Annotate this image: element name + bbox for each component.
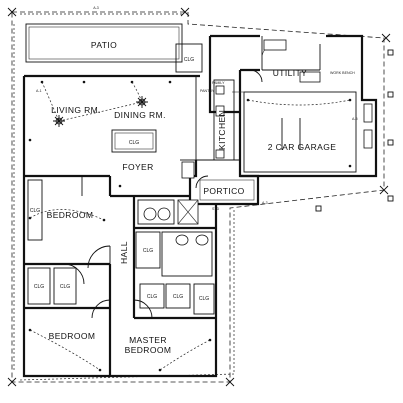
roofline-outline [11,11,385,383]
section-tag-right: A-5 [352,117,358,121]
closet-label-bed2-b: CLG [60,284,70,290]
exterior-walls [22,34,378,378]
room-label-patio: PATIO [91,40,117,50]
electrical-symbols [28,80,352,372]
note-family: FAMILY [212,81,225,85]
room-label-hall: HALL [119,241,129,264]
room-label-utility: UTILITY [273,68,307,78]
closet-label-bath-a: CLG [147,294,157,300]
wiring-runs [29,81,351,371]
portico [180,159,260,206]
room-label-foyer: FOYER [122,162,153,172]
note-std: STD [212,207,220,211]
room-label-kitchen: KITCHEN [217,110,227,150]
dining-table [111,129,157,153]
closet-label-bed1: CLG [30,208,40,214]
room-label-master-2: BEDROOM [125,345,172,355]
closet-label-hall: CLG [143,248,153,254]
closet-label-bed2-a: CLG [34,284,44,290]
room-label-bedroom-2: BEDROOM [49,331,96,341]
door-swings [63,69,263,319]
closets [27,43,215,315]
closet-label-foyer: CLG [129,140,139,146]
room-label-dining: DINING RM. [114,110,166,120]
section-tag-top: A-3 [93,6,99,10]
room-label-master-1: MASTER [129,335,167,345]
closet-label-master: CLG [199,296,209,302]
closet-label-patio: CLG [184,57,194,63]
right-side-markers [315,49,394,212]
corner-marks [7,7,391,387]
note-work-bench: WORK BENCH [330,71,355,75]
room-label-garage: 2 CAR GARAGE [268,142,337,152]
bath-fixtures [137,199,213,277]
closet-label-bath-b: CLG [173,294,183,300]
patio [25,23,183,63]
room-label-portico: PORTICO [203,186,244,196]
garage-block [232,36,373,173]
room-label-bedroom-1: BEDROOM [47,210,94,220]
room-label-living: LIVING RM. [51,105,101,115]
note-pantry: PANTRY [200,89,215,93]
kitchen [195,76,240,161]
section-tag-bottom: A-3 [262,201,268,205]
section-tag-left: A-1 [36,89,42,93]
